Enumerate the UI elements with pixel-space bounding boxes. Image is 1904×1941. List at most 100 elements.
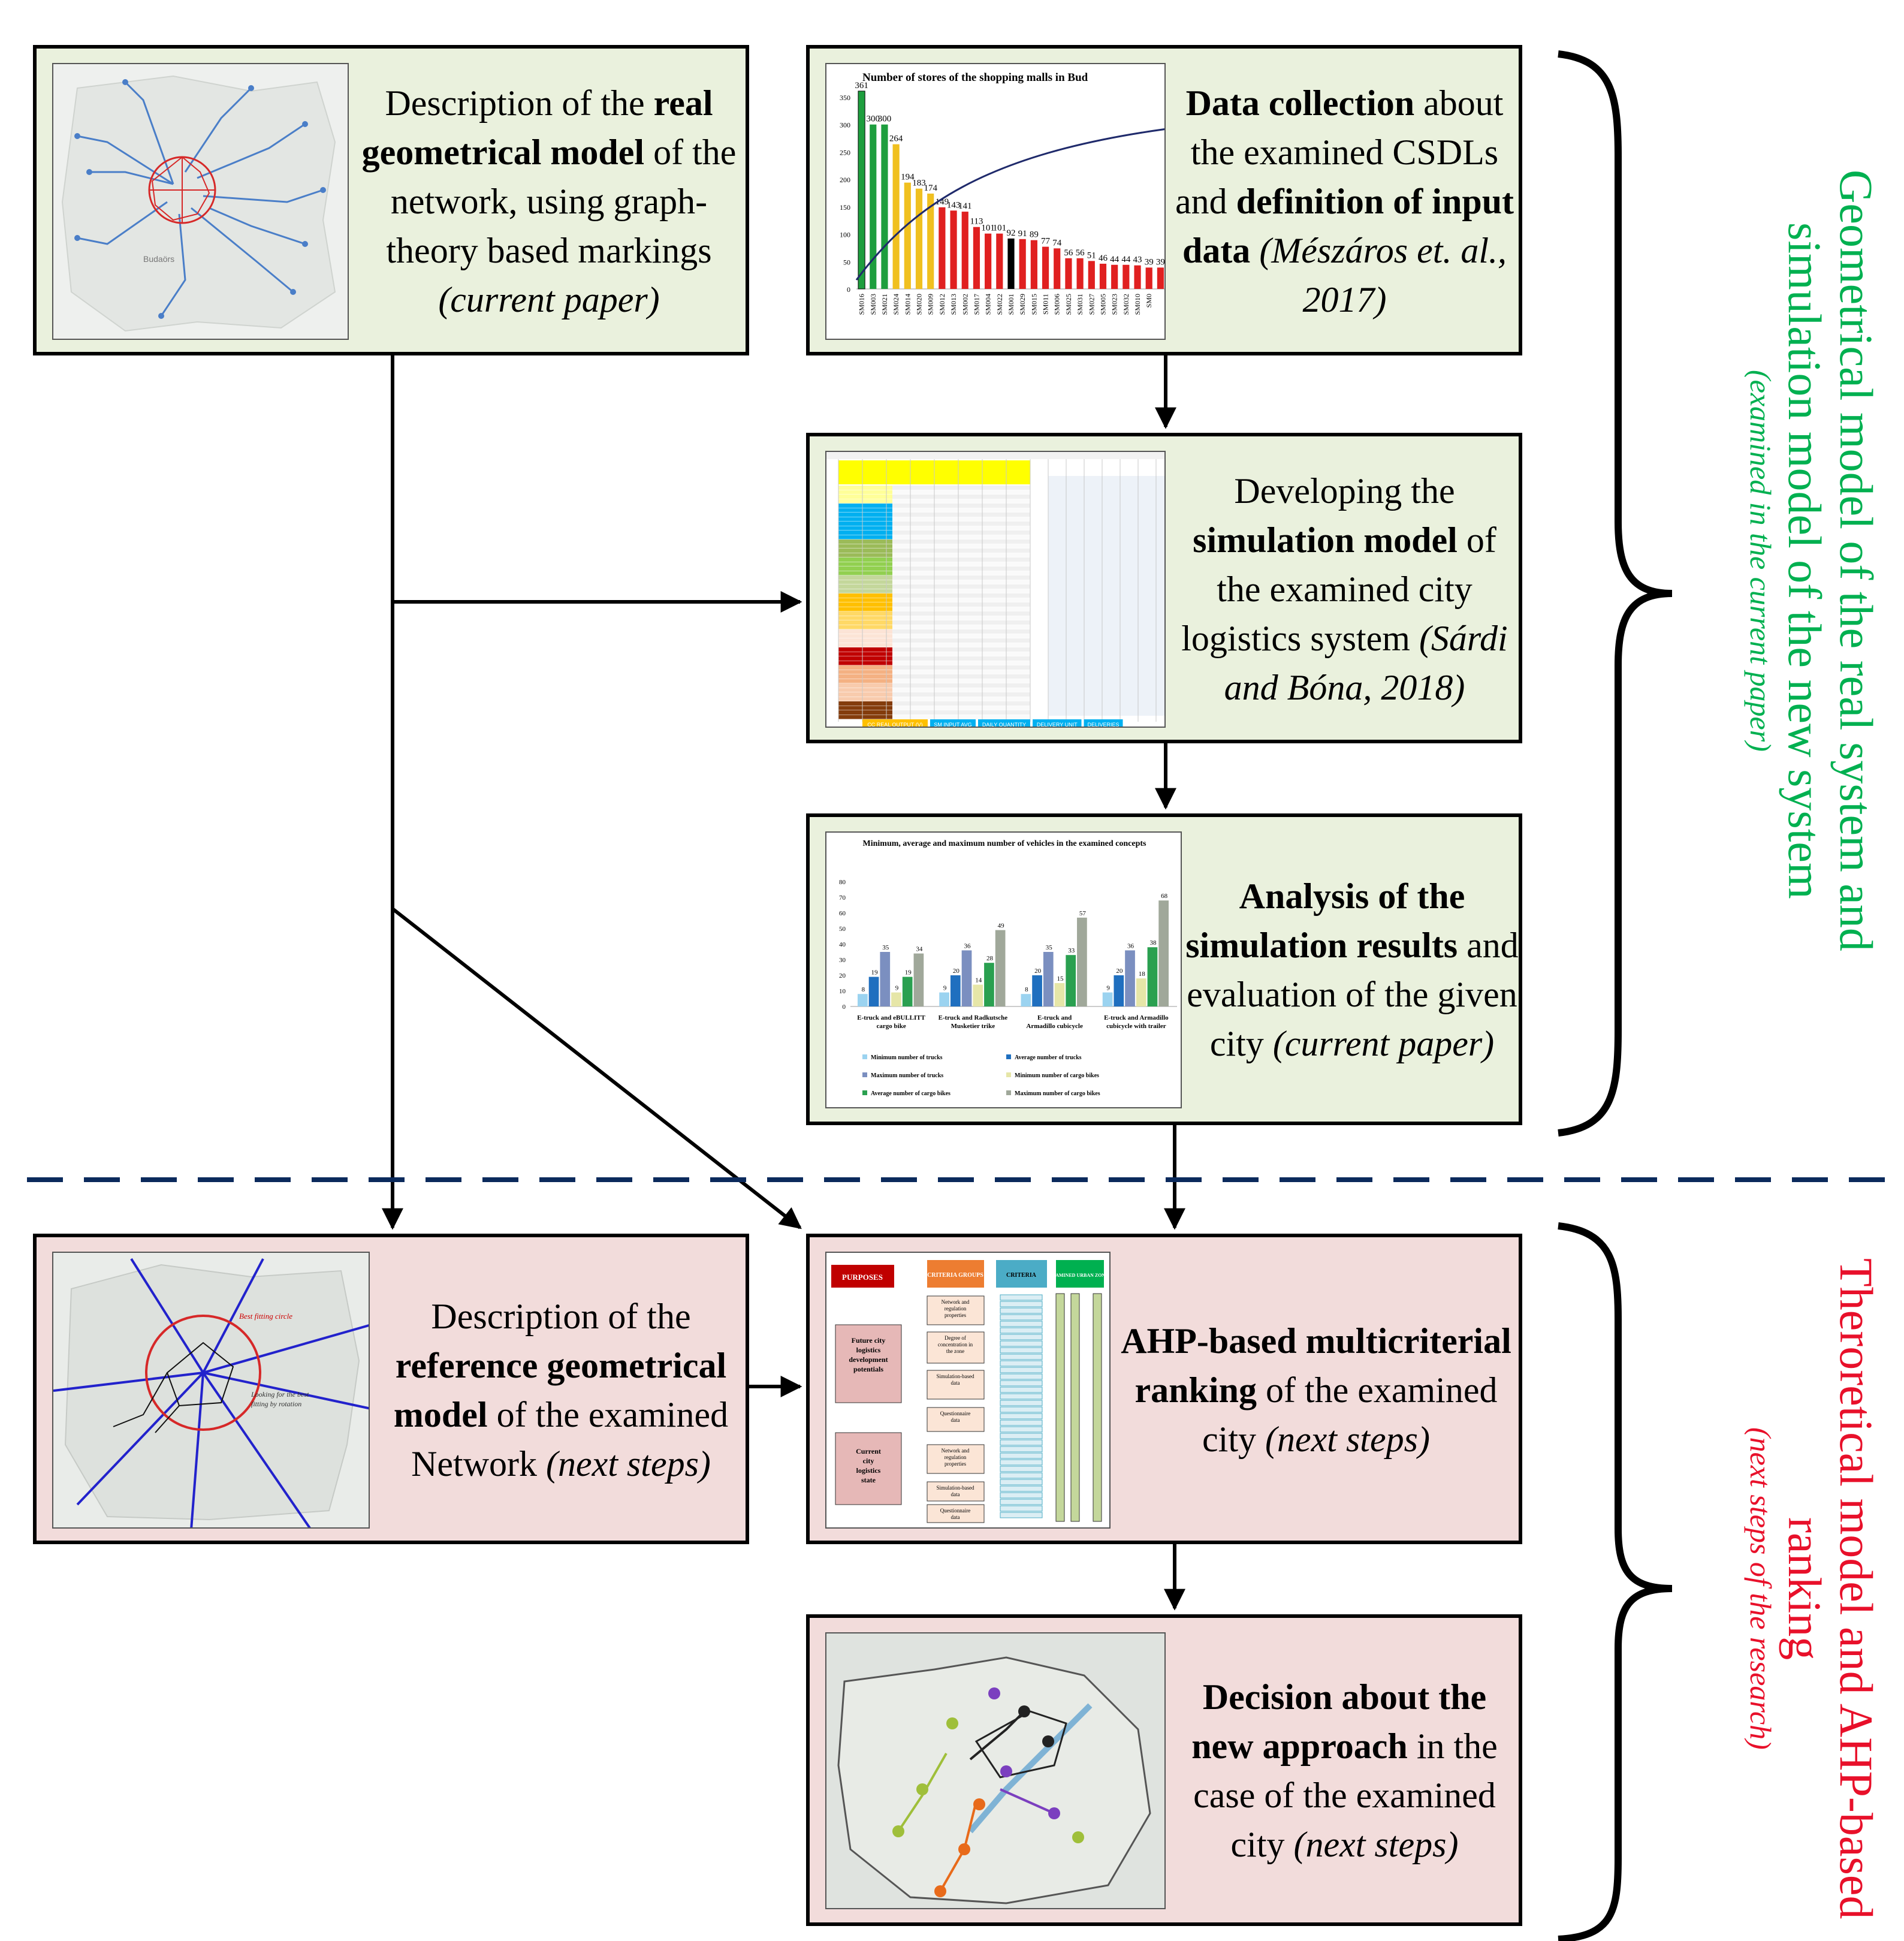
- sheet-row: [892, 670, 1030, 674]
- ahp-criteria-group-label: the zone: [946, 1348, 964, 1354]
- stores-x-tick: SM024: [892, 294, 900, 315]
- vehicles-bar-label: 36: [1127, 942, 1134, 950]
- svg-text:Current: Current: [856, 1447, 881, 1455]
- reference-map-thumbnail: Best fitting circle Looking for the best…: [52, 1252, 370, 1529]
- vehicles-bar: [939, 992, 949, 1006]
- sheet-row: [892, 571, 1030, 575]
- stores-x-tick: SM022: [995, 294, 1004, 315]
- stores-bar-label: 51: [1087, 251, 1096, 260]
- bottom-curly-brace: [1558, 1222, 1673, 1941]
- sheet-row: [838, 531, 892, 535]
- sheet-row: [838, 598, 892, 602]
- ahp-criteria-group: [927, 1407, 985, 1432]
- sheet-row: [892, 607, 1030, 611]
- analysis-text: Analysis of the simulation results and e…: [1185, 876, 1519, 1063]
- top-curly-brace: [1558, 50, 1673, 1137]
- stores-bar-label: 39: [1145, 257, 1154, 267]
- sheet-row: [838, 593, 892, 598]
- sheet-row: [838, 652, 892, 656]
- ahp-criteria-group: [927, 1481, 985, 1502]
- stores-bar: [858, 91, 865, 290]
- sheet-tab: [978, 719, 1030, 727]
- vehicles-bar-label: 49: [998, 923, 1005, 930]
- ahp-criteria-group: [927, 1295, 985, 1325]
- stores-bar: [973, 227, 980, 289]
- stores-bar-label: 43: [1133, 255, 1142, 265]
- decision-box: Decision about the new approach in the c…: [806, 1614, 1522, 1926]
- vehicles-bar: [1021, 994, 1031, 1006]
- ahp-criteria-group-label: concentration in: [938, 1342, 973, 1348]
- ahp-criterion: [1000, 1360, 1043, 1367]
- stores-x-tick: SM013: [949, 294, 958, 315]
- stores-chart-thumbnail: Number of stores of the shopping malls i…: [825, 63, 1166, 340]
- vehicles-y-tick: 20: [839, 972, 846, 979]
- ahp-criteria-group-label: data: [951, 1380, 960, 1386]
- arrow-real-to-ahp: [391, 907, 802, 1229]
- stores-cumulative-curve: [855, 128, 1164, 281]
- stores-x-tick: SM023: [1111, 294, 1119, 315]
- decision-text: Decision about the new approach in the c…: [1191, 1677, 1498, 1864]
- vehicles-legend-label: Average number of trucks: [1015, 1054, 1082, 1061]
- stores-x-tick: SM001: [1007, 294, 1015, 315]
- sheet-row: [838, 557, 892, 562]
- ahp-criterion: [1000, 1419, 1043, 1426]
- sheet-side-table: [1048, 476, 1164, 716]
- sheet-row: [838, 625, 892, 629]
- sheet-tab-label: SM INPUT AVG: [934, 722, 971, 728]
- sheet-row: [838, 490, 892, 495]
- top-side-label: Geometrical model of the real system and…: [1684, 102, 1882, 1019]
- vehicles-group-label: Musketier trike: [951, 1023, 995, 1030]
- stores-bar: [1054, 248, 1061, 289]
- bottom-side-label: Theroretical model and AHP-based ranking…: [1684, 1253, 1882, 1924]
- sheet-row: [838, 706, 892, 710]
- ahp-criterion: [1000, 1499, 1043, 1505]
- vehicles-legend-swatch: [862, 1072, 867, 1077]
- vehicles-bar: [880, 952, 891, 1006]
- data-collection-text: Data collection about the examined CSDLs…: [1175, 83, 1514, 320]
- vehicles-bar: [891, 992, 901, 1006]
- ahp-criterion: [1000, 1406, 1043, 1413]
- sheet-tab-label: DELIVERIES: [1087, 722, 1119, 728]
- vehicles-bar-label: 35: [1046, 944, 1053, 951]
- ahp-criteria-group-label: data: [951, 1514, 960, 1520]
- sheet-row: [892, 643, 1030, 647]
- vehicles-bar-label: 18: [1139, 971, 1146, 978]
- ahp-criterion: [1000, 1472, 1043, 1479]
- sheet-row: [838, 656, 892, 661]
- city-map-thumbnail: [825, 1632, 1166, 1909]
- data-collection-box: Number of stores of the shopping malls i…: [806, 45, 1522, 355]
- sheet-row: [838, 562, 892, 566]
- stores-x-tick: SM003: [869, 294, 877, 315]
- sheet-row: [892, 688, 1030, 692]
- stores-x-tick: SM032: [1122, 294, 1130, 315]
- vehicles-legend-swatch: [1006, 1054, 1011, 1059]
- sheet-row: [838, 553, 892, 557]
- ahp-box: PURPOSES CRITERIA GROUPS CRITERIA EXAMIN…: [806, 1234, 1522, 1544]
- stores-x-tick: SM012: [938, 294, 946, 315]
- sheet-row: [838, 607, 892, 611]
- stores-bar-label: 300: [878, 114, 892, 124]
- ahp-structure-thumbnail: PURPOSES CRITERIA GROUPS CRITERIA EXAMIN…: [825, 1252, 1111, 1529]
- sheet-row: [892, 539, 1030, 544]
- vehicles-chart-thumbnail: Minimum, average and maximum number of v…: [825, 831, 1182, 1108]
- ahp-criterion: [1000, 1334, 1043, 1340]
- stores-x-tick: SM016: [858, 294, 866, 315]
- sheet-row: [838, 495, 892, 499]
- sheet-row: [838, 522, 892, 526]
- sheet-row: [838, 544, 892, 548]
- sheet-row: [892, 544, 1030, 548]
- vehicles-bar: [1032, 975, 1042, 1006]
- vehicles-bar: [1066, 955, 1076, 1006]
- ahp-criteria-group-label: regulation: [945, 1306, 967, 1312]
- ahp-criterion: [1000, 1301, 1043, 1307]
- sheet-row: [892, 517, 1030, 522]
- ahp-text: AHP-based multicriterial ranking of the …: [1121, 1321, 1511, 1459]
- vehicles-bar: [995, 930, 1006, 1006]
- stores-x-tick: SM002: [961, 294, 969, 315]
- stores-bar: [939, 207, 946, 289]
- stores-bar-label: 149: [936, 197, 949, 207]
- vehicles-bar-label: 19: [905, 969, 912, 976]
- vehicles-legend-swatch: [1006, 1090, 1011, 1095]
- vehicles-bar: [1147, 947, 1158, 1006]
- stores-x-tick: SM005: [1099, 294, 1107, 315]
